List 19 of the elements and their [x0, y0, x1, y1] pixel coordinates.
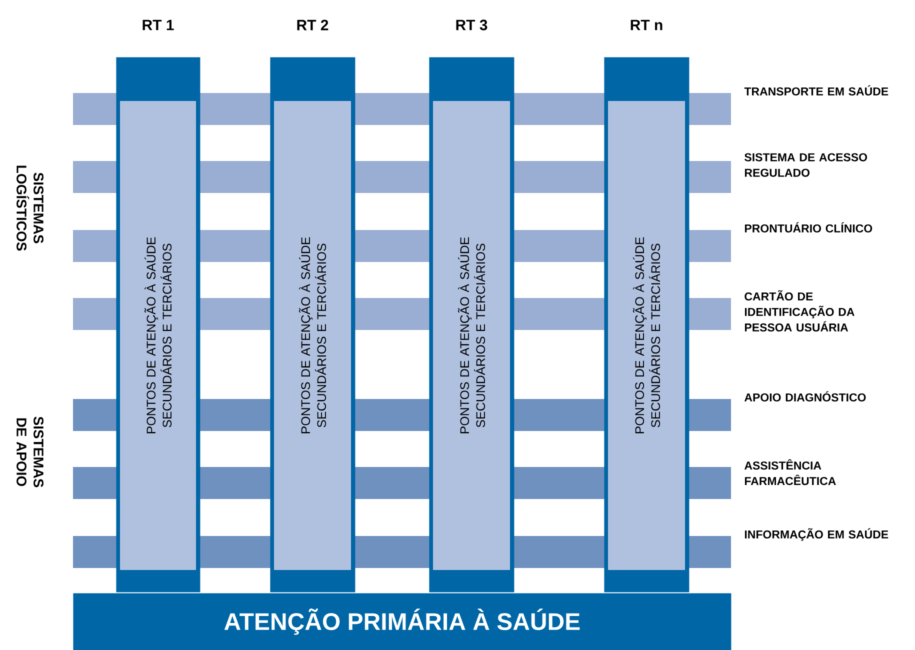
node-label: ATENÇÃO PRIMÁRIA À SAÚDE	[224, 608, 580, 635]
inner-box: PONTOS DE ATENÇÃO À SAÚDE SECUNDÁRIOS E TERCIÁRIOS	[120, 101, 196, 570]
column-heading: RT 2	[297, 20, 328, 30]
band-label: INFORMAÇÃO EM SAÚDE	[744, 528, 888, 541]
column-heading: RT n	[630, 20, 662, 30]
band-label: ASSISTÊNCIA FARMACÊUTICA	[744, 459, 836, 486]
side-label: SISTEMAS LOGÍSTICOS	[16, 166, 44, 251]
side-label: SISTEMAS DE APOIO	[16, 416, 44, 488]
column-heading: RT 3	[456, 20, 488, 30]
inner-box: PONTOS DE ATENÇÃO À SAÚDE SECUNDÁRIOS E TERCIÁRIOS	[274, 101, 351, 570]
inner-box: PONTOS DE ATENÇÃO À SAÚDE SECUNDÁRIOS E TERCIÁRIOS	[608, 101, 685, 570]
band-label: PRONTUÁRIO CLÍNICO	[744, 222, 872, 232]
band-label: CARTÃO DE IDENTIFICAÇÃO DA PESSOA USUÁRIA	[744, 290, 854, 332]
inner-box: PONTOS DE ATENÇÃO À SAÚDE SECUNDÁRIOS E TERCIÁRIOS	[433, 101, 510, 570]
base-band: ATENÇÃO PRIMÁRIA À SAÚDE	[73, 593, 732, 650]
band-label: SISTEMA DE ACESSO REGULADO	[744, 153, 868, 177]
band-label: APOIO DIAGNÓSTICO	[744, 391, 866, 402]
band-label: TRANSPORTE EM SAÚDE	[744, 85, 888, 96]
column-heading: RT 1	[142, 20, 174, 30]
